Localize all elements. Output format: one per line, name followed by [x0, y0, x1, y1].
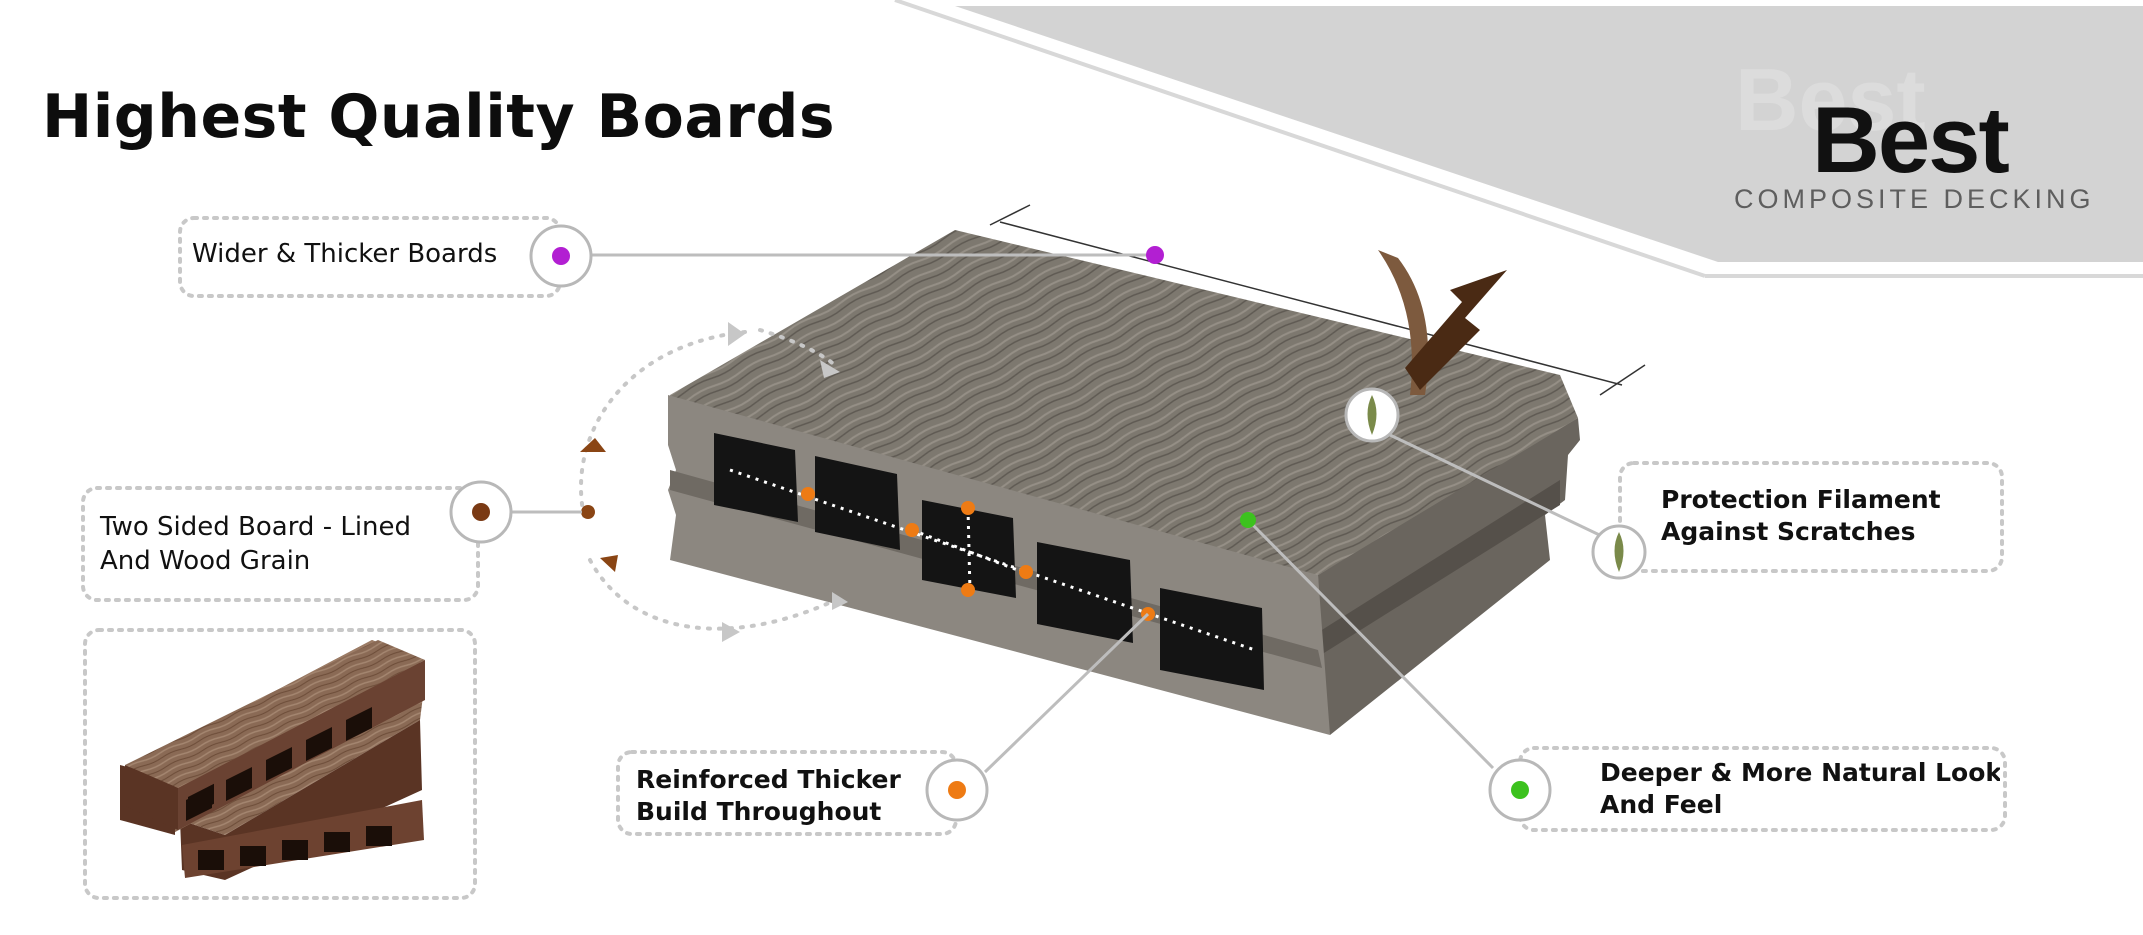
- callout-box-two-sided: [81, 486, 480, 602]
- svg-text:Best: Best: [1735, 50, 1926, 149]
- callout-protection-line2: Against Scratches: [1661, 517, 1916, 546]
- wider-board-marker: [1146, 246, 1164, 264]
- callout-box-protection: [1618, 461, 2004, 573]
- width-dimension-line: [989, 204, 1646, 396]
- callout-two-sided-line2: And Wood Grain: [100, 546, 311, 576]
- callout-natural-text: Deeper & More Natural Look And Feel: [1600, 757, 2000, 815]
- callout-connectors: [512, 253, 1611, 774]
- callout-two-sided-line1: Two Sided Board - Lined: [100, 512, 412, 542]
- composite-board-image: [668, 230, 1580, 735]
- rotate-arrows: [579, 322, 848, 642]
- brand-banner: Best: [894, 0, 2143, 278]
- callout-badges: [449, 224, 1647, 822]
- page-title: Highest Quality Boards: [42, 82, 836, 152]
- callout-wider-text: Wider & Thicker Boards: [192, 239, 498, 269]
- callout-reinforced-line2: Build Throughout: [636, 797, 882, 826]
- callout-protection-line1: Protection Filament: [1661, 485, 1941, 514]
- sample-top-board: [125, 640, 425, 830]
- brand-tagline: COMPOSITE DECKING: [1734, 184, 2095, 214]
- callout-reinforced-line1: Reinforced Thicker: [636, 765, 901, 794]
- callout-natural-line2: And Feel: [1600, 790, 1723, 815]
- callout-natural-line1: Deeper & More Natural Look: [1600, 758, 2000, 787]
- brand-logo: Best: [1812, 87, 2010, 192]
- protection-arrow: [1378, 250, 1507, 395]
- sample-image-box: [83, 628, 477, 900]
- grain-marker: [1240, 512, 1256, 528]
